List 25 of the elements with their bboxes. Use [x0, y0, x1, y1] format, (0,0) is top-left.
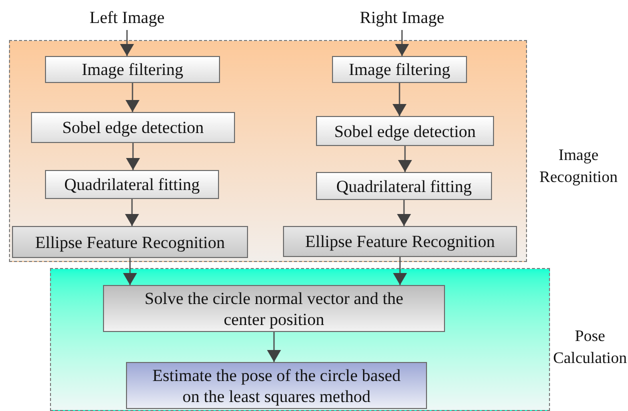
- input-label: Left Image: [89, 8, 165, 28]
- process-box: Estimate the pose of the circle based on the least squares method: [126, 362, 427, 409]
- arrow: [120, 30, 134, 56]
- process-box: Image filtering: [45, 56, 220, 83]
- process-box: Solve the circle normal vector and the center position: [103, 285, 445, 332]
- arrow: [126, 143, 140, 170]
- arrow: [395, 30, 409, 56]
- arrow: [123, 258, 137, 285]
- process-box: Sobel edge detection: [316, 116, 494, 146]
- process-box: Quadrilateral fitting: [45, 170, 219, 199]
- arrow: [392, 83, 406, 116]
- arrow: [398, 146, 412, 172]
- process-box: Ellipse Feature Recognition: [283, 226, 517, 257]
- process-box: Image filtering: [332, 56, 467, 83]
- arrow: [397, 200, 411, 226]
- process-box: Quadrilateral fitting: [316, 172, 492, 200]
- arrow: [393, 257, 407, 285]
- process-box: Ellipse Feature Recognition: [12, 226, 248, 258]
- group-label: Image Recognition: [538, 146, 619, 188]
- arrow: [125, 199, 139, 226]
- group-label: Pose Calculation: [552, 327, 628, 369]
- process-box: Sobel edge detection: [31, 112, 235, 143]
- arrow: [126, 83, 140, 112]
- arrow: [267, 332, 281, 362]
- input-label: Right Image: [360, 8, 444, 28]
